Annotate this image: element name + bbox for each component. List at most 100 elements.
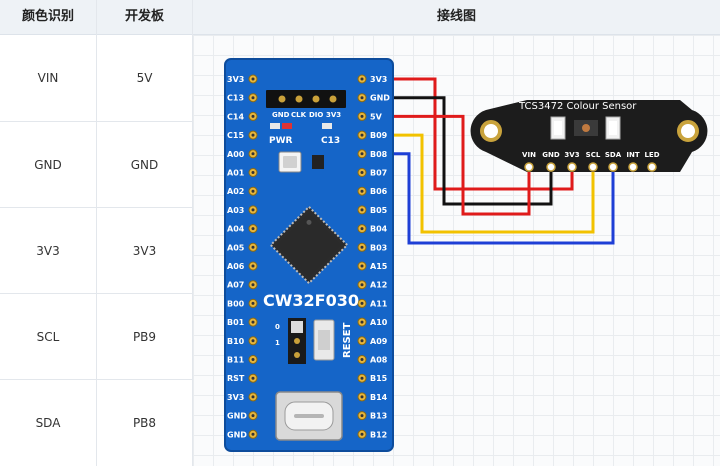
cell-board-pin: PB9 — [132, 330, 157, 344]
board-pin-hole — [251, 114, 255, 118]
usb-c-tongue — [294, 414, 324, 418]
header-label-3v3: 3V3 — [326, 111, 341, 119]
board-pin-label: C13 — [227, 94, 244, 103]
board-pin-label: B05 — [370, 206, 388, 215]
cell-board-pin: 5V — [136, 71, 153, 85]
board-pin-hole — [251, 208, 255, 212]
board-pin-hole — [360, 432, 364, 436]
wire-scl — [362, 133, 595, 234]
board-pin-label: A11 — [370, 299, 388, 308]
c13-led — [322, 123, 332, 129]
board-pin-hole — [360, 245, 364, 249]
board-pin-label: B03 — [370, 243, 387, 252]
board-pin-hole — [251, 283, 255, 287]
board-pin-label: A08 — [370, 356, 388, 365]
board-pin-hole — [251, 376, 255, 380]
sensor-chip-window — [582, 124, 590, 132]
sensor-pin-label: VIN — [522, 151, 536, 159]
board-pin-label: B11 — [227, 356, 245, 365]
board-pin-label: A09 — [370, 337, 388, 346]
board-pin-label: A02 — [227, 187, 244, 196]
header-pin — [278, 95, 286, 103]
sensor-pin-label: SDA — [605, 151, 622, 159]
board-pin-hole — [251, 189, 255, 193]
board-pin-label: B15 — [370, 374, 388, 383]
board-pin-label: GND — [370, 94, 390, 103]
board-pin-label: GND — [227, 430, 247, 439]
board-pin-hole — [360, 320, 364, 324]
board-pin-label: A15 — [370, 262, 388, 271]
sensor-pin-label: SCL — [586, 151, 601, 159]
header-label-gnd: GND — [272, 111, 290, 119]
c13-label: C13 — [321, 136, 340, 146]
reset-button-cap — [318, 330, 330, 350]
board-pin-hole — [360, 264, 364, 268]
board-pin-hole — [251, 96, 255, 100]
board-pin-label: B08 — [370, 150, 388, 159]
sensor-pin-label: 3V3 — [564, 151, 579, 159]
header-pin — [329, 95, 337, 103]
board-pin-label: B00 — [227, 299, 245, 308]
header-pin — [312, 95, 320, 103]
board-pin-label: B01 — [227, 318, 245, 327]
sensor-led-right-lens — [609, 121, 617, 135]
board-pin-label: C14 — [227, 112, 244, 121]
board-pin-label: B06 — [370, 187, 388, 196]
row-divider — [0, 207, 192, 208]
board-pin-label: 5V — [370, 112, 383, 121]
sensor-title: TCS3472 Colour Sensor — [518, 101, 637, 112]
board-pin-hole — [360, 114, 364, 118]
board-pin-hole — [251, 414, 255, 418]
board-name: CW32F030 — [263, 291, 359, 310]
cell-sensor-pin: SCL — [36, 330, 60, 344]
header-pin — [295, 95, 303, 103]
header-dev-board: 开发板 — [124, 9, 164, 24]
board-pin-hole — [251, 339, 255, 343]
board-pin-hole — [251, 77, 255, 81]
jumper-label-0: 0 — [275, 323, 280, 331]
jumper-pin — [294, 338, 300, 344]
board-pin-hole — [360, 208, 364, 212]
sensor-pin-pad — [524, 162, 534, 172]
sensor-pin-label: GND — [542, 151, 560, 159]
board-pin-hole — [360, 395, 364, 399]
board-pin-label: A05 — [227, 243, 245, 252]
board-left-pins: 3V3C13C14C15A00A01A02A03A04A05A06A07B00B… — [227, 74, 258, 439]
board-pin-label: GND — [227, 412, 247, 421]
tcs3472-sensor-module: TCS3472 Colour Sensor VIN GND 3V3 SCL SDA INT… — [470, 100, 708, 172]
mount-hole-right — [677, 120, 699, 142]
board-pin-hole — [360, 283, 364, 287]
board-pin-hole — [360, 133, 364, 137]
cell-sensor-pin: GND — [34, 158, 62, 172]
header-label-dio: DIO — [309, 111, 323, 119]
cell-board-pin: GND — [130, 158, 159, 172]
column-divider — [192, 0, 193, 466]
sensor-pin-label: INT — [626, 151, 639, 159]
reset-label: RESET — [342, 322, 353, 358]
board-pin-hole — [251, 133, 255, 137]
board-pin-label: C15 — [227, 131, 244, 140]
board-pin-hole — [360, 414, 364, 418]
sensor-pin-pad — [567, 162, 577, 172]
board-pin-label: A12 — [370, 281, 387, 290]
sensor-pin-label: LED — [644, 151, 659, 159]
row-divider — [0, 121, 192, 122]
board-pin-hole — [360, 339, 364, 343]
sensor-pin-pad — [608, 162, 618, 172]
sensor-pin-pad — [647, 162, 657, 172]
board-pin-label: B04 — [370, 225, 388, 234]
mcu-body — [276, 212, 342, 278]
board-pin-label: 3V3 — [227, 393, 244, 402]
board-pin-hole — [360, 227, 364, 231]
sensor-pin-pad — [628, 162, 638, 172]
row-divider — [0, 293, 192, 294]
wire-gnd — [362, 96, 553, 206]
board-pin-hole — [251, 264, 255, 268]
board-pin-hole — [251, 432, 255, 436]
pwr-label: PWR — [269, 136, 293, 146]
jumper-label-1: 1 — [275, 339, 280, 347]
board-pin-label: 3V3 — [227, 75, 244, 84]
board-pin-label: B13 — [370, 412, 387, 421]
debug-header — [266, 90, 346, 108]
